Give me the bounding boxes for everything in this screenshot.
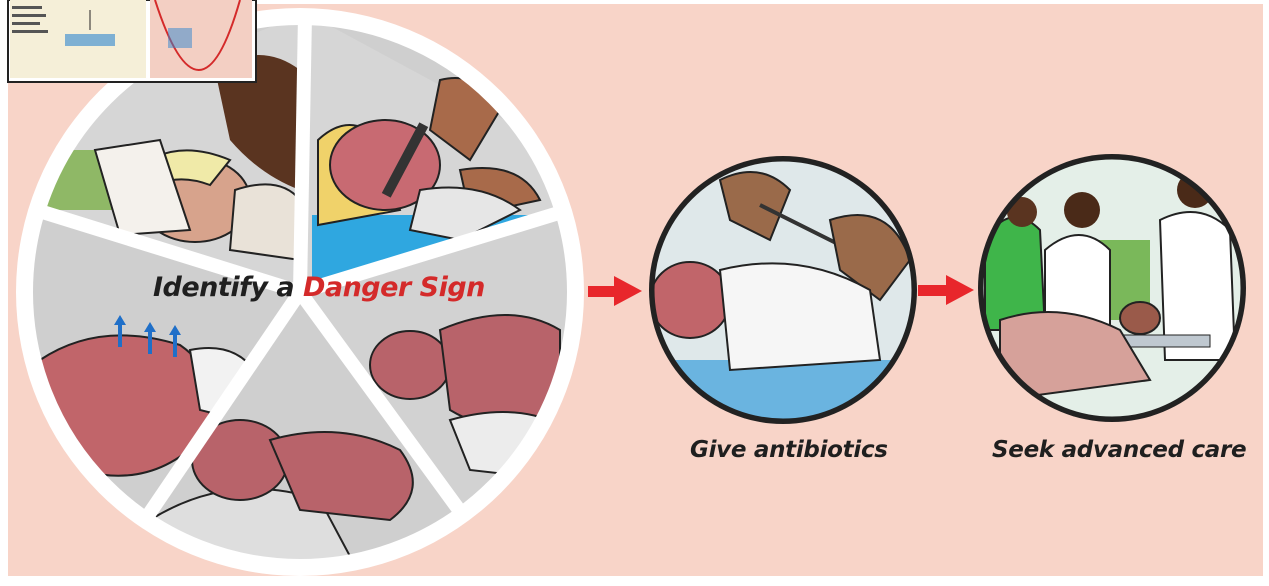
seek-advanced-care-illustration	[978, 154, 1246, 422]
identify-danger-sign-label: Identify a Danger Sign	[153, 272, 485, 303]
seek-advanced-care-label: Seek advanced care	[992, 437, 1246, 463]
danger-sign-text: Danger Sign	[303, 272, 485, 303]
inset-chart-thumbnail	[8, 0, 256, 82]
give-antibiotics-label: Give antibiotics	[690, 437, 888, 463]
identify-prefix-text: Identify a	[153, 272, 303, 303]
